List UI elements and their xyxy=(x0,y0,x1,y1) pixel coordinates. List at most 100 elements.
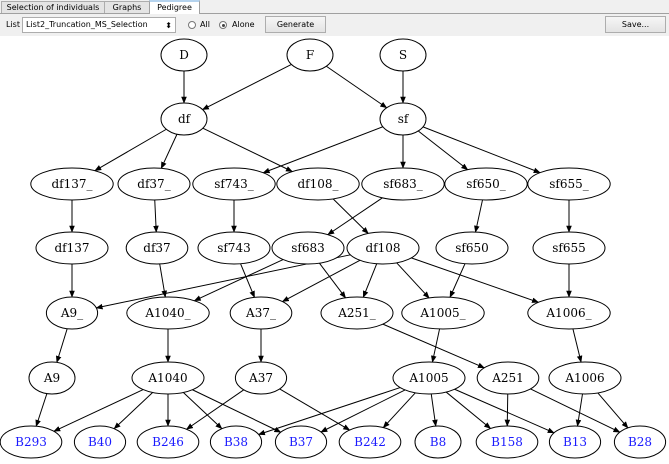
node-ellipse xyxy=(532,231,606,265)
node-label: A1040_ xyxy=(144,306,190,320)
node-label: sf650 xyxy=(455,241,489,255)
edge-df-df137_ xyxy=(94,128,167,172)
node-ellipse xyxy=(476,361,540,395)
edge-A1005-B158 xyxy=(445,391,492,429)
node-label: df37_ xyxy=(137,177,170,191)
node-B242[interactable]: B242 xyxy=(338,425,402,459)
edge-A251-B28 xyxy=(530,388,621,433)
node-A1040[interactable]: A1040 xyxy=(131,361,205,395)
node-sf655[interactable]: sf655 xyxy=(532,231,606,265)
node-A1040_[interactable]: A1040_ xyxy=(126,296,210,330)
edge-sf683-A1040_ xyxy=(193,259,284,302)
node-df[interactable]: df xyxy=(160,102,208,136)
node-label: B28 xyxy=(628,435,652,449)
node-label: A1006_ xyxy=(545,306,591,320)
edge-A1005_-A1005 xyxy=(431,328,441,363)
node-df37_[interactable]: df37_ xyxy=(117,167,191,201)
node-sf[interactable]: sf xyxy=(379,102,427,136)
node-A9_[interactable]: A9_ xyxy=(45,296,99,330)
edge-df108-A37_ xyxy=(281,259,361,302)
node-df137_[interactable]: df137_ xyxy=(30,167,114,201)
node-A1005[interactable]: A1005 xyxy=(392,361,466,395)
node-df37[interactable]: df37 xyxy=(125,231,189,265)
node-B293[interactable]: B293 xyxy=(0,425,63,459)
node-A37[interactable]: A37 xyxy=(234,361,288,395)
radio-all-label: All xyxy=(200,20,210,29)
node-S[interactable]: S xyxy=(379,38,427,72)
edge-df37_-df37 xyxy=(153,199,159,233)
edge-df108-A251_ xyxy=(362,263,378,298)
node-B38[interactable]: B38 xyxy=(209,425,263,459)
node-label: sf650_ xyxy=(466,177,506,191)
node-label: B13 xyxy=(563,435,587,449)
node-df108[interactable]: df108 xyxy=(346,231,420,265)
tab-selection-of-individuals[interactable]: Selection of individuals xyxy=(1,1,105,13)
node-label: B246 xyxy=(152,435,184,449)
save-button[interactable]: Save... xyxy=(605,16,666,33)
edge-A1005-B38 xyxy=(257,387,401,436)
node-sf650[interactable]: sf650 xyxy=(435,231,509,265)
node-label: A251_ xyxy=(337,306,376,320)
node-ellipse xyxy=(271,231,345,265)
node-B37[interactable]: B37 xyxy=(274,425,328,459)
node-A1006[interactable]: A1006 xyxy=(548,361,622,395)
edge-A9-B293 xyxy=(35,393,48,427)
radio-all[interactable] xyxy=(188,21,196,29)
node-sf683[interactable]: sf683 xyxy=(271,231,345,265)
tab-graphs[interactable]: Graphs xyxy=(104,1,150,13)
node-label: A9_ xyxy=(60,306,83,320)
node-ellipse xyxy=(392,361,466,395)
edge-A1040-B37 xyxy=(192,389,282,433)
radio-alone[interactable] xyxy=(219,21,227,29)
node-sf743[interactable]: sf743 xyxy=(197,231,271,265)
node-B28[interactable]: B28 xyxy=(613,425,667,459)
tab-pedigree[interactable]: Pedigree xyxy=(149,0,200,14)
node-df137[interactable]: df137 xyxy=(35,231,109,265)
edge-sf650_-sf650 xyxy=(474,199,484,233)
list-select[interactable]: List2_Truncation_MS_Selection ⬍ xyxy=(22,17,176,33)
node-B246[interactable]: B246 xyxy=(136,425,200,459)
node-ellipse xyxy=(401,296,485,330)
edge-sf650-A1005_ xyxy=(449,263,466,298)
node-F[interactable]: F xyxy=(286,38,334,72)
node-df108_[interactable]: df108_ xyxy=(276,167,360,201)
node-sf650_[interactable]: sf650_ xyxy=(444,167,528,201)
node-A1005_[interactable]: A1005_ xyxy=(401,296,485,330)
node-label: B40 xyxy=(88,435,112,449)
edge-A1005-B13 xyxy=(454,388,555,434)
edge-sf683-A251_ xyxy=(319,262,346,299)
edge-df37-A1040_ xyxy=(159,263,168,298)
node-ellipse xyxy=(160,38,208,72)
node-sf683_[interactable]: sf683_ xyxy=(361,167,445,201)
edge-A1005-B8 xyxy=(430,393,438,427)
edge-A1005-B37 xyxy=(320,389,406,433)
node-A37_[interactable]: A37_ xyxy=(229,296,293,330)
node-B8[interactable]: B8 xyxy=(414,425,462,459)
node-label: A37_ xyxy=(245,306,276,320)
edge-A1006_-A1006 xyxy=(572,328,583,363)
edge-A251_-A251 xyxy=(382,323,485,369)
node-D[interactable]: D xyxy=(160,38,208,72)
node-ellipse xyxy=(125,231,189,265)
generate-button[interactable]: Generate xyxy=(265,16,326,33)
node-B13[interactable]: B13 xyxy=(548,425,602,459)
node-label: A37 xyxy=(248,371,273,385)
node-B40[interactable]: B40 xyxy=(73,425,127,459)
node-sf655_[interactable]: sf655_ xyxy=(527,167,611,201)
edge-A37-B246 xyxy=(185,389,245,430)
node-label: A251 xyxy=(491,371,524,385)
node-sf743_[interactable]: sf743_ xyxy=(192,167,276,201)
node-A9[interactable]: A9 xyxy=(28,361,76,395)
node-B158[interactable]: B158 xyxy=(475,425,539,459)
node-ellipse xyxy=(613,425,667,459)
updown-arrows-icon: ⬍ xyxy=(165,21,172,30)
node-A1006_[interactable]: A1006_ xyxy=(527,296,611,330)
node-A251[interactable]: A251 xyxy=(476,361,540,395)
edge-A251-B158 xyxy=(504,393,511,427)
node-label: df xyxy=(178,112,192,126)
node-label: B242 xyxy=(354,435,386,449)
node-ellipse xyxy=(346,231,420,265)
node-ellipse xyxy=(548,425,602,459)
node-ellipse xyxy=(338,425,402,459)
node-A251_[interactable]: A251_ xyxy=(320,296,394,330)
